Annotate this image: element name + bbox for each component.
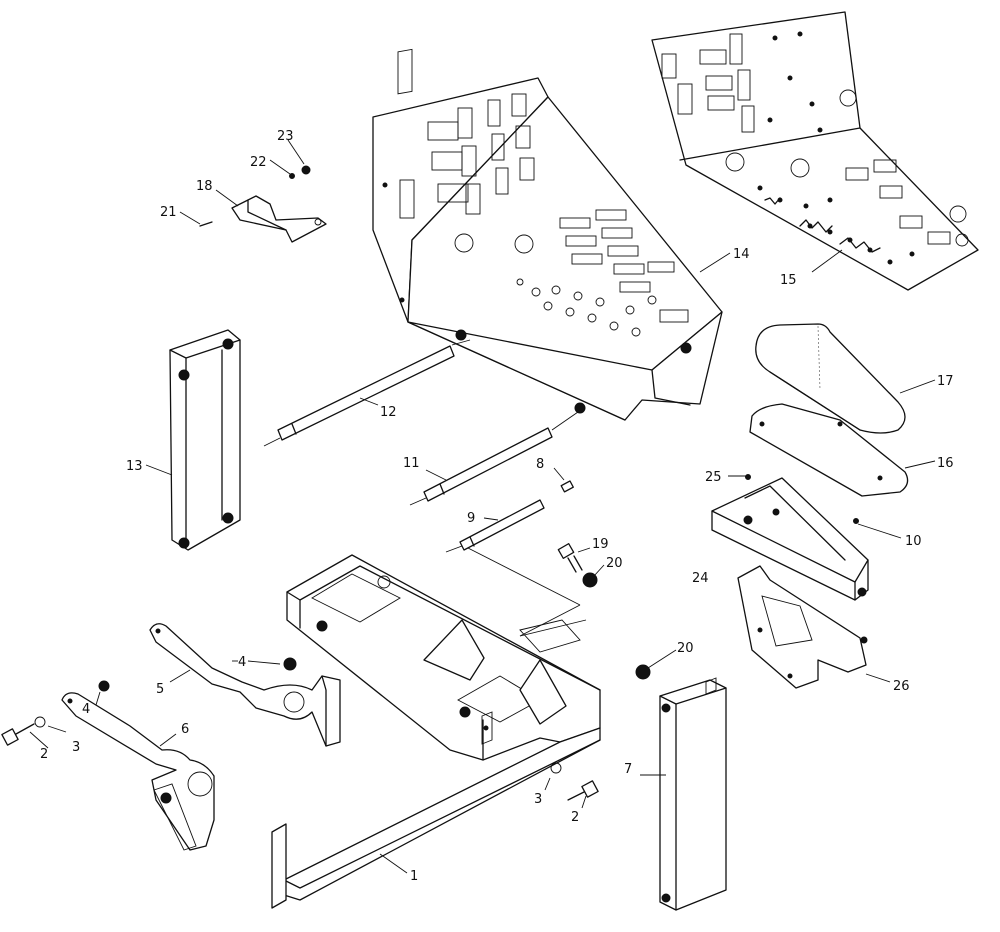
part-15-front-panel-plate (651, 11, 979, 291)
callout-1: 1 (410, 869, 418, 884)
part-10-screw (853, 518, 859, 524)
callout-21: 21 (160, 205, 177, 220)
part-19-bolt (557, 543, 583, 573)
callout-8: 8 (536, 457, 544, 472)
part-20-nut-lower (635, 664, 651, 680)
callout-13: 13 (126, 459, 143, 474)
callout-12: 12 (380, 405, 397, 420)
part-21-screw (199, 221, 213, 227)
part-3-washer-left (34, 716, 46, 728)
part-7-right-upright (659, 677, 727, 911)
part-17-seat-cushion (755, 323, 906, 434)
part-14-console-housing (372, 48, 723, 421)
part-2-bolt-left (1, 723, 35, 746)
callout-3-left: 3 (72, 740, 80, 755)
callout-25: 25 (705, 470, 722, 485)
part-20-nut-upper (582, 572, 598, 588)
callout-3-right: 3 (534, 792, 542, 807)
part-23-nut (301, 165, 311, 175)
part-8-small-pin (560, 480, 574, 493)
callout-19: 19 (592, 537, 609, 552)
part-13-left-upright (169, 329, 241, 551)
part-6-pedal-arm-lower (61, 692, 215, 851)
callout-9: 9 (467, 511, 475, 526)
part-2-bolt-right (567, 780, 599, 801)
callout-22: 22 (250, 155, 267, 170)
callout-20-lower: 20 (677, 641, 694, 656)
callout-18: 18 (196, 179, 213, 194)
callout-2-right: 2 (571, 810, 579, 825)
part-1-base-frame (271, 554, 601, 909)
part-22-washer (289, 173, 295, 179)
assembly-lines (451, 339, 587, 637)
callout-20-upper: 20 (606, 556, 623, 571)
leader-lines (29, 139, 936, 874)
part-9-short-pin (445, 499, 545, 553)
callout-10: 10 (905, 534, 922, 549)
callout-24: 24 (692, 571, 709, 586)
part-26-seat-bracket (737, 565, 868, 689)
callout-2-left: 2 (40, 747, 48, 762)
part-18-small-bracket (231, 195, 327, 243)
callout-labels: 1 2 2 3 3 4 4 5 6 7 8 9 10 11 12 13 14 1… (40, 129, 954, 884)
callout-11: 11 (403, 456, 420, 471)
part-5-pedal-arm (149, 623, 341, 747)
callout-23: 23 (277, 129, 294, 144)
callout-4-left: 4 (82, 702, 90, 717)
part-11-rod (409, 427, 553, 506)
callout-26: 26 (893, 679, 910, 694)
callout-4-center: 4 (238, 655, 246, 670)
callout-5: 5 (156, 682, 164, 697)
callout-16: 16 (937, 456, 954, 471)
callout-7: 7 (624, 762, 632, 777)
part-4-nut-left (98, 680, 110, 692)
callout-17: 17 (937, 374, 954, 389)
part-4-nut-center (283, 657, 297, 671)
part-24-seat-frame (711, 477, 869, 601)
part-16-seat-plate (749, 403, 909, 497)
callout-6: 6 (181, 722, 189, 737)
part-3-washer-right (550, 762, 562, 774)
callout-15: 15 (780, 273, 797, 288)
part-12-long-rod (263, 345, 455, 447)
part-25-screw (745, 474, 751, 480)
callout-14: 14 (733, 247, 750, 262)
